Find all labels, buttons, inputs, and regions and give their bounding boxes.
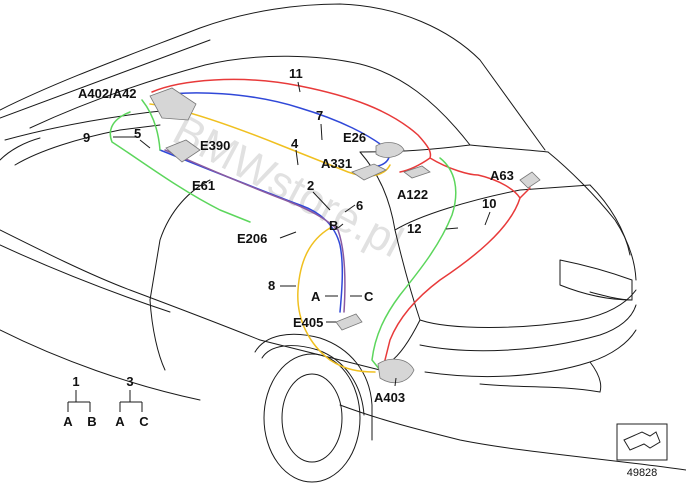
wheel-arch — [254, 333, 373, 441]
rear-wheel — [263, 353, 361, 483]
legend-group-3: 3 A C — [115, 374, 149, 429]
antenna-a63 — [519, 171, 541, 189]
module-a331 — [351, 163, 387, 181]
label-a402: A402/A42 — [78, 86, 137, 101]
label-9: 9 — [83, 130, 90, 145]
module-a402 — [149, 87, 197, 121]
label-5: 5 — [134, 126, 141, 141]
label-a122: A122 — [397, 187, 428, 202]
label-e26: E26 — [343, 130, 366, 145]
roof-line — [0, 3, 546, 151]
rear-bumper — [419, 289, 637, 328]
label-2: 2 — [307, 178, 314, 193]
legend-1-right: B — [87, 414, 96, 429]
label-e405: E405 — [293, 315, 323, 330]
door-line — [14, 124, 161, 166]
label-10: 10 — [482, 196, 496, 211]
label-e61: E61 — [192, 178, 215, 193]
label-c: C — [364, 289, 374, 304]
label-12: 12 — [407, 221, 421, 236]
antenna-a122 — [403, 165, 431, 179]
legend-group-1: 1 A B — [63, 374, 96, 429]
view-arrow-icon — [623, 431, 661, 451]
module-a403 — [377, 358, 415, 384]
label-a331: A331 — [321, 156, 352, 171]
components — [149, 87, 541, 384]
lamp-e26 — [375, 142, 405, 158]
label-4: 4 — [291, 136, 299, 151]
rear-window — [29, 55, 471, 153]
wire-green-9 — [109, 99, 457, 371]
label-11: 11 — [289, 66, 303, 81]
legend-3-top: 3 — [126, 374, 133, 389]
label-b: B — [329, 218, 338, 233]
label-e206: E206 — [237, 231, 267, 246]
lamp-e405 — [335, 313, 363, 331]
legend-1-top: 1 — [72, 374, 79, 389]
label-8: 8 — [268, 278, 275, 293]
car-body-outline — [0, 3, 686, 483]
trunk-lid — [359, 151, 591, 231]
diagram-code: 49828 — [627, 467, 658, 479]
wire-purple-2 — [164, 149, 346, 313]
module-e390 — [165, 139, 201, 163]
diagram-code-box: 49828 — [616, 423, 668, 479]
legend-1-left: A — [63, 414, 73, 429]
leader-lines — [113, 81, 491, 387]
label-a403: A403 — [374, 390, 405, 405]
label-a: A — [311, 289, 321, 304]
label-7: 7 — [316, 108, 323, 123]
callout-labels: 11 A402/A42 9 5 7 E26 E390 4 A331 E61 2 … — [78, 66, 514, 405]
legend-3-right: C — [139, 414, 149, 429]
legend-3-left: A — [115, 414, 125, 429]
label-a63: A63 — [490, 168, 514, 183]
label-e390: E390 — [200, 138, 230, 153]
label-6: 6 — [356, 198, 363, 213]
